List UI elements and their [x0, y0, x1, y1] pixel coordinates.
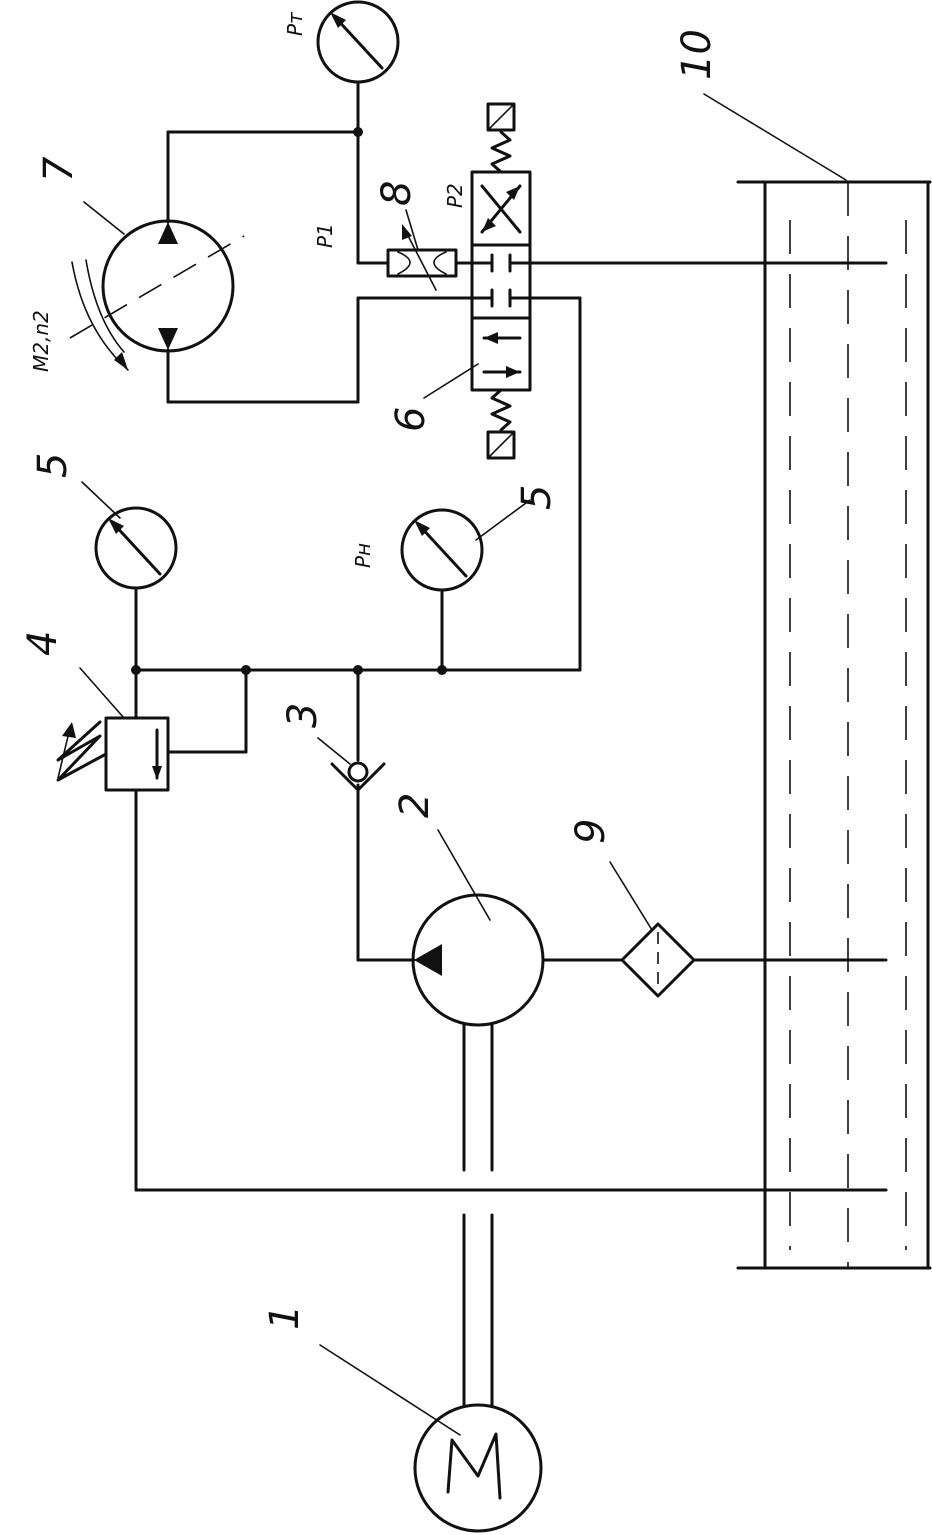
- label-5-left: 5: [30, 453, 76, 478]
- drive-shaft: [462, 1023, 494, 1407]
- label-9: 9: [568, 819, 614, 844]
- leader-lines: [79, 93, 847, 1436]
- label-pt: Pт: [283, 11, 307, 36]
- relief-valve: [56, 716, 170, 792]
- electric-motor: [413, 1403, 543, 1533]
- labels: 1 2 3 4 5 5 6 7 8 9 10 Pт P1 P2 Pн M2,n2: [20, 11, 720, 1330]
- label-1: 1: [262, 1305, 308, 1330]
- pressure-gauge-left: [94, 506, 178, 590]
- label-pn: Pн: [351, 543, 375, 568]
- junction-dots: [131, 127, 447, 675]
- throttle: [386, 224, 458, 291]
- directional-valve: [470, 102, 532, 460]
- label-torque-speed: M2,n2: [29, 310, 53, 372]
- label-p2: P2: [443, 183, 467, 208]
- filter: [620, 922, 696, 998]
- label-8: 8: [374, 181, 420, 206]
- pressure-gauge-pt: [316, 0, 400, 84]
- label-6: 6: [388, 407, 434, 432]
- pipelines: [134, 80, 888, 1192]
- pump: [411, 893, 545, 1027]
- label-3: 3: [280, 703, 326, 728]
- label-5-right: 5: [514, 485, 560, 510]
- hydraulic-motor: [69, 219, 245, 371]
- pressure-gauge-pn: [400, 508, 484, 592]
- label-4: 4: [20, 631, 66, 656]
- label-10: 10: [674, 29, 720, 80]
- tank: [736, 180, 932, 1270]
- check-valve: [330, 761, 386, 792]
- label-p1: P1: [313, 223, 337, 248]
- label-7: 7: [36, 156, 82, 182]
- label-2: 2: [392, 793, 438, 818]
